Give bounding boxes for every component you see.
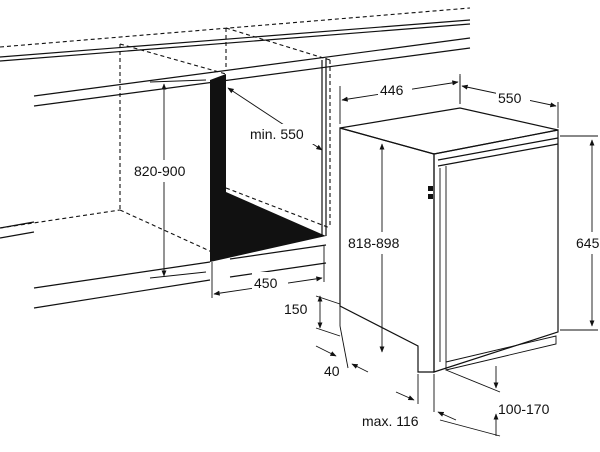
dim-max-116 bbox=[395, 374, 457, 421]
dim-150 bbox=[315, 295, 341, 337]
dim-100-170 bbox=[439, 366, 501, 437]
label-818-898: 818-898 bbox=[348, 235, 400, 251]
label-100-170: 100-170 bbox=[498, 401, 550, 417]
niche-recess bbox=[210, 58, 327, 262]
label-446: 446 bbox=[380, 82, 404, 98]
label-max-116: max. 116 bbox=[362, 413, 419, 429]
label-min-550: min. 550 bbox=[250, 126, 304, 142]
label-550: 550 bbox=[498, 90, 522, 106]
countertop bbox=[0, 7, 471, 107]
label-820-900: 820-900 bbox=[134, 163, 186, 179]
label-645: 645 bbox=[576, 235, 600, 251]
label-40: 40 bbox=[324, 363, 340, 379]
label-150: 150 bbox=[284, 301, 308, 317]
dishwasher-body bbox=[339, 107, 559, 373]
floor-plinth bbox=[0, 221, 327, 309]
label-450: 450 bbox=[254, 275, 278, 291]
dim-40 bbox=[315, 325, 369, 373]
